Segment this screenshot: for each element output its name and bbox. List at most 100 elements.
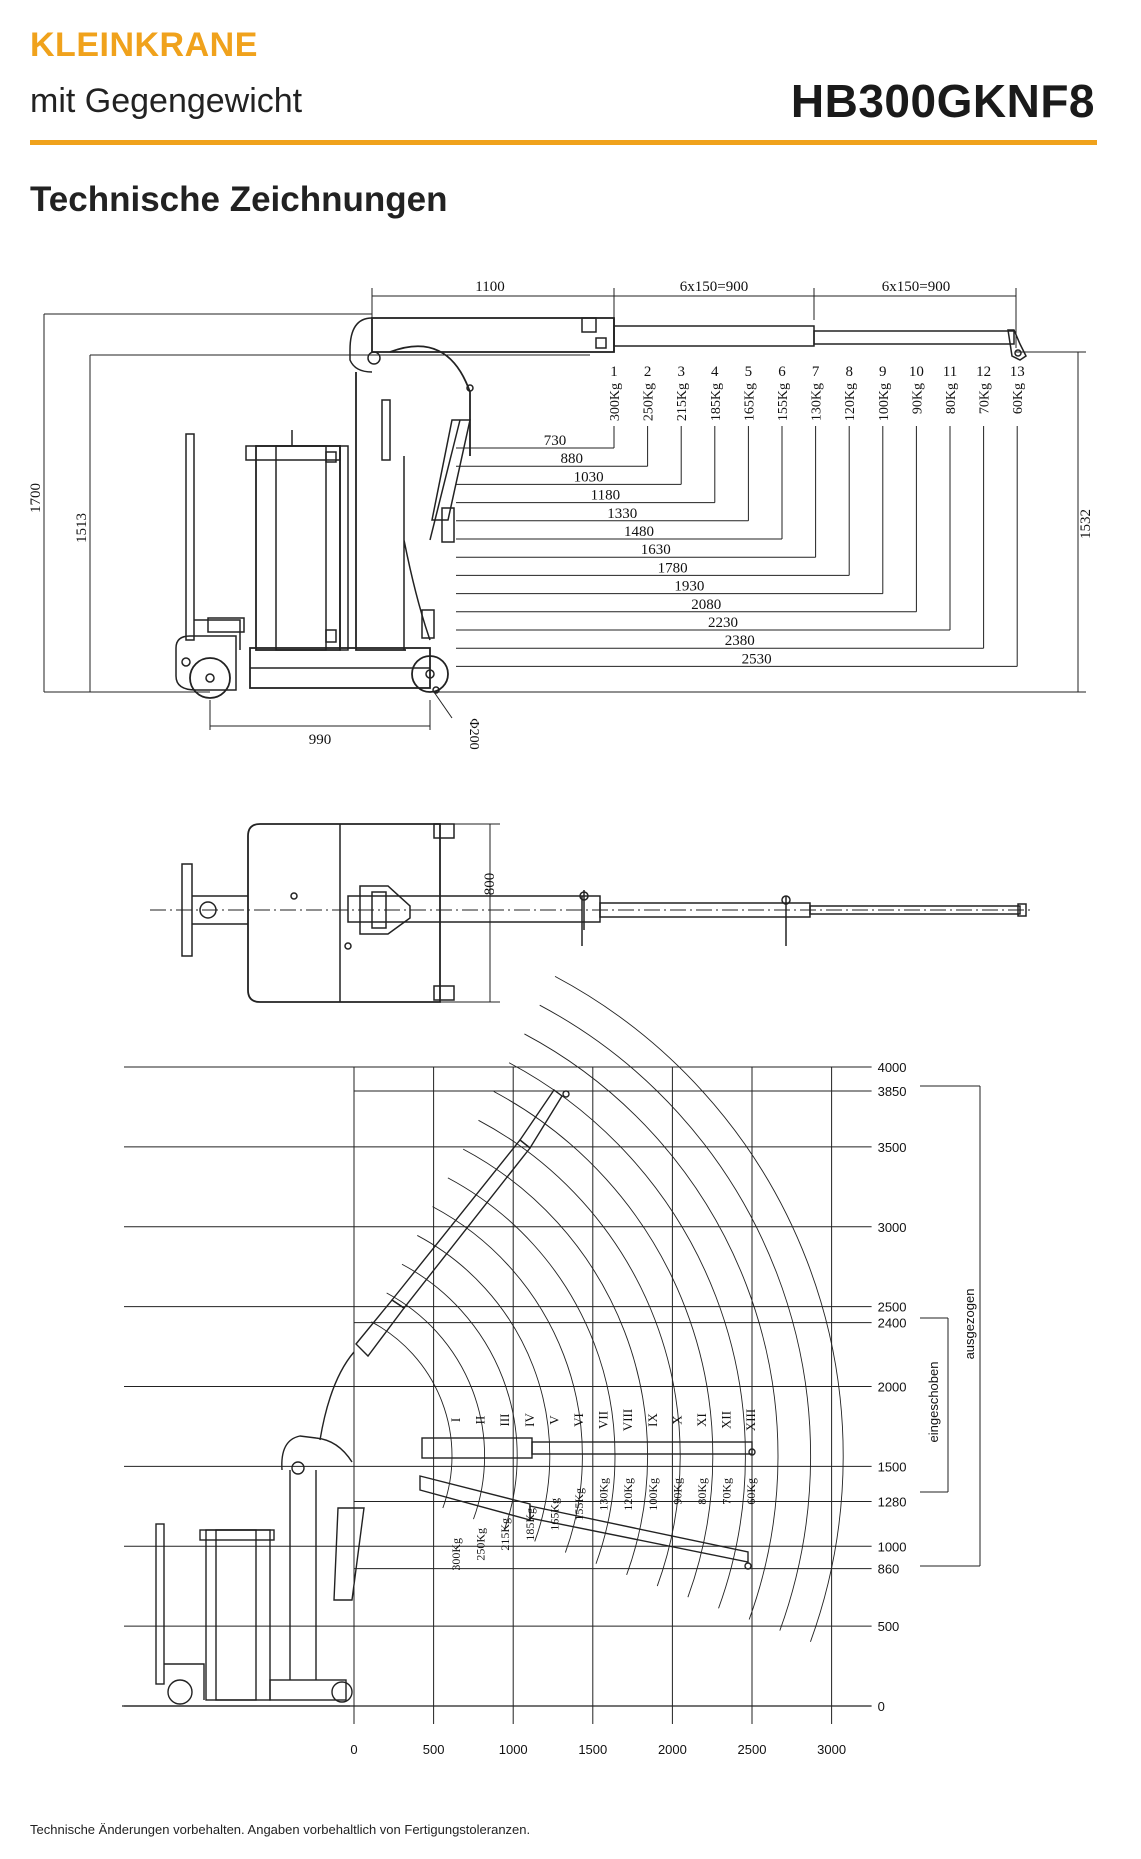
arc-capacity: 100Kg — [646, 1478, 660, 1511]
arc-capacity: 80Kg — [695, 1478, 709, 1505]
reach-dim-label: 1480 — [624, 524, 654, 540]
position-capacity: 165Kg — [742, 383, 757, 421]
arc-numeral: VI — [571, 1413, 586, 1427]
footer-disclaimer: Technische Änderungen vorbehalten. Angab… — [30, 1822, 531, 1837]
arc-capacity: 70Kg — [720, 1478, 734, 1505]
reach-dim-label: 2080 — [691, 597, 721, 613]
load-arc — [386, 1292, 486, 1520]
header-rule — [30, 140, 1097, 145]
load-arc — [524, 1033, 779, 1620]
position-number: 6 — [778, 364, 786, 380]
reach-dim-label: 880 — [561, 451, 584, 467]
y-tick-label: 3850 — [878, 1084, 907, 1099]
position-capacity: 215Kg — [675, 383, 690, 421]
position-number: 9 — [879, 364, 887, 380]
arc-capacity: 185Kg — [523, 1508, 537, 1541]
dim-width: 800 — [482, 873, 498, 896]
position-number: 13 — [1010, 364, 1025, 380]
arc-capacity: 250Kg — [474, 1528, 488, 1561]
position-capacity: 80Kg — [944, 383, 959, 414]
reach-dim-label: 730 — [544, 433, 567, 449]
brand-title: KLEINKRANE — [30, 26, 258, 64]
x-tick-label: 500 — [423, 1742, 445, 1757]
reach-dim-label: 1630 — [641, 542, 671, 558]
arc-capacity: 120Kg — [621, 1478, 635, 1511]
reach-dim-label: 1780 — [658, 560, 688, 576]
arc-numeral: XIII — [743, 1409, 758, 1431]
dim-jib-base: 1100 — [475, 279, 504, 295]
arc-numeral: VII — [596, 1411, 611, 1429]
load-arc — [539, 1004, 811, 1631]
arc-numeral: IV — [522, 1413, 537, 1427]
x-tick-label: 1500 — [578, 1742, 607, 1757]
position-capacity: 250Kg — [642, 383, 657, 421]
position-number: 10 — [909, 364, 924, 380]
arc-capacity: 155Kg — [572, 1488, 586, 1521]
position-number: 2 — [644, 364, 652, 380]
position-number: 12 — [976, 364, 991, 380]
arc-capacity: 215Kg — [498, 1518, 512, 1551]
y-tick-label: 1280 — [878, 1495, 907, 1510]
position-capacity: 155Kg — [776, 383, 791, 421]
load-arc — [493, 1091, 714, 1598]
position-capacity: 100Kg — [877, 383, 892, 421]
y-tick-label: 1500 — [878, 1459, 907, 1474]
arc-numeral: V — [546, 1415, 561, 1425]
load-arc — [417, 1235, 551, 1542]
x-tick-label: 1000 — [499, 1742, 528, 1757]
load-arc — [508, 1062, 746, 1609]
load-arc — [462, 1148, 649, 1576]
x-tick-label: 2000 — [658, 1742, 687, 1757]
y-tick-label: 860 — [878, 1562, 900, 1577]
reach-dim-label: 2380 — [725, 633, 755, 649]
position-number: 11 — [943, 364, 957, 380]
position-capacity: 70Kg — [978, 383, 993, 414]
load-arc — [478, 1119, 681, 1587]
y-tick-label: 4000 — [878, 1060, 907, 1075]
reach-dim-label: 1030 — [574, 469, 604, 485]
dim-height-right: 1532 — [1078, 509, 1094, 539]
dim-wheel-diameter: Φ200 — [466, 718, 481, 749]
load-arc — [371, 1321, 453, 1509]
position-capacity: 185Kg — [709, 383, 724, 421]
arc-numeral: III — [497, 1414, 512, 1427]
arc-capacity: 300Kg — [449, 1538, 463, 1571]
reach-dim-label: 1180 — [591, 488, 620, 504]
label-retracted: eingeschoben — [926, 1362, 941, 1443]
dim-ext-1: 6x150=900 — [680, 279, 748, 295]
position-number: 7 — [812, 364, 820, 380]
arc-numeral: VIII — [620, 1409, 635, 1431]
load-arc — [401, 1263, 518, 1531]
arc-numeral: X — [669, 1415, 684, 1425]
position-capacity: 130Kg — [810, 383, 825, 421]
position-capacity: 120Kg — [843, 383, 858, 421]
position-number: 3 — [677, 364, 685, 380]
dim-ext-2: 6x150=900 — [882, 279, 950, 295]
position-capacity: 60Kg — [1011, 383, 1026, 414]
dim-height-total: 1700 — [28, 483, 44, 513]
y-tick-label: 0 — [878, 1699, 885, 1714]
x-tick-label: 0 — [350, 1742, 357, 1757]
y-tick-label: 2000 — [878, 1380, 907, 1395]
arc-numeral: II — [473, 1416, 488, 1425]
y-tick-label: 2500 — [878, 1300, 907, 1315]
x-tick-label: 3000 — [817, 1742, 846, 1757]
arc-numeral: I — [448, 1418, 463, 1422]
load-arc — [554, 975, 844, 1642]
label-extended: ausgezogen — [962, 1289, 977, 1360]
arc-capacity: 130Kg — [597, 1478, 611, 1511]
brand-subtitle: mit Gegengewicht — [30, 82, 303, 120]
x-tick-label: 2500 — [738, 1742, 767, 1757]
y-tick-label: 3500 — [878, 1140, 907, 1155]
y-tick-label: 500 — [878, 1619, 900, 1634]
arc-capacity: 60Kg — [744, 1478, 758, 1505]
position-number: 4 — [711, 364, 719, 380]
reach-dim-label: 2230 — [708, 615, 738, 631]
reach-dim-label: 2530 — [742, 651, 772, 667]
arc-capacity: 90Kg — [670, 1478, 684, 1505]
position-number: 1 — [610, 364, 618, 380]
position-number: 5 — [745, 364, 753, 380]
